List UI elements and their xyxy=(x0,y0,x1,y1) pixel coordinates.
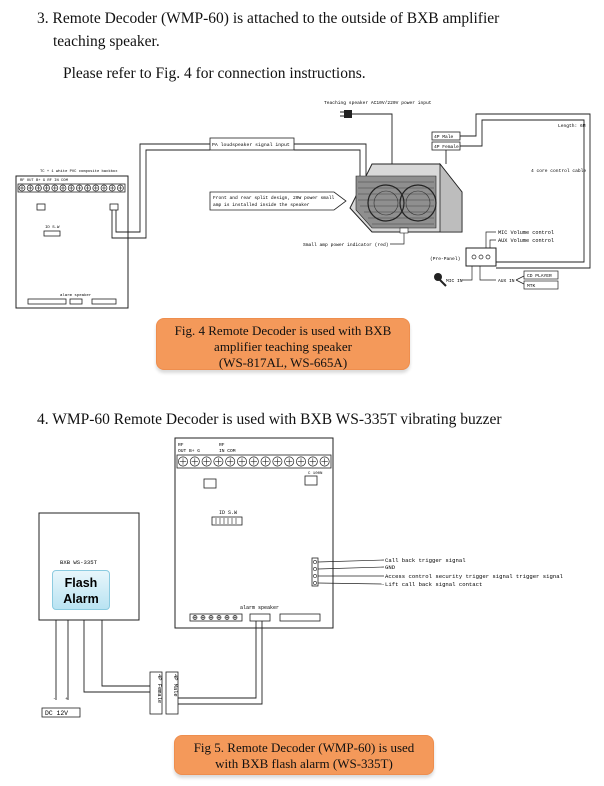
fig5-caption-line2: with BXB flash alarm (WS-335T) xyxy=(215,756,393,771)
fig4-bottom-terminal-right xyxy=(91,298,117,305)
section-3-heading-line1: 3. Remote Decoder (WMP-60) is attached t… xyxy=(37,10,500,27)
fig5-bottom-terminal-mid xyxy=(249,613,271,622)
fig5-access: Access control security trigger signal t… xyxy=(385,573,564,580)
section-4-heading: 4. WMP-60 Remote Decoder is used with BX… xyxy=(37,411,502,428)
fig5-dip-switch xyxy=(211,516,243,526)
fig5-top-labels-left: RF xyxy=(178,442,184,448)
fig4-pa-input: PA loudspeaker signal input xyxy=(212,142,290,148)
fig5-terminal-block xyxy=(176,454,332,469)
fig5-4p-male: 4P Male xyxy=(172,674,178,697)
fig5-flash-line2: Alarm xyxy=(63,592,99,606)
fig5-bottom-terminal-right xyxy=(279,613,321,622)
svg-text:+: + xyxy=(65,697,68,702)
fig4-bottom-terminal-left xyxy=(27,298,67,305)
fig5-flash-line1: Flash xyxy=(64,576,98,590)
fig4-microphone-icon xyxy=(434,273,447,287)
fig5-id-sw: ID S.W xyxy=(219,510,237,516)
section-3-heading-line2: teaching speaker. xyxy=(53,33,160,50)
fig5-flash-alarm-label: Flash Alarm xyxy=(52,570,110,610)
fig4-power-input: Teaching speaker AC10V/220V power input xyxy=(324,100,432,106)
fig5-4p-female-box xyxy=(149,671,163,715)
fig5-lift: Lift call back signal contact xyxy=(385,581,482,588)
fig4-length: Length: 6M xyxy=(558,123,586,129)
fig5-dc-box xyxy=(41,707,81,718)
fig5-jumper-right xyxy=(304,475,318,486)
fig4-split-line1: Front and rear split design, 20W power s… xyxy=(213,195,335,201)
fig4-4p-male: 4P Male xyxy=(434,134,454,140)
fig4-power-plug-icon xyxy=(340,110,352,118)
svg-text:RF: RF xyxy=(219,442,225,448)
fig4-alarm-speaker: alarm speaker xyxy=(60,293,92,298)
fig4-jumper-right xyxy=(109,203,119,211)
fig5-caption: Fig 5. Remote Decoder (WMP-60) is used w… xyxy=(174,735,434,775)
fig4-indicator: Small amp power indicator (red) xyxy=(303,242,388,248)
fig4-id-sw: ID S.W xyxy=(45,226,60,230)
fig5-side-connector xyxy=(311,557,319,587)
fig4-pre-panel-label: (Pre-Panel) xyxy=(430,256,460,262)
fig5-gnd: GND xyxy=(385,564,396,571)
fig4-mic-in: MIC IN xyxy=(446,278,463,284)
fig5-caption-line1: Fig 5. Remote Decoder (WMP-60) is used xyxy=(193,740,415,755)
fig5-decoder-board xyxy=(174,437,334,629)
fig4-caption: Fig. 4 Remote Decoder is used with BXB a… xyxy=(156,318,410,370)
fig4-caption-line2: amplifier teaching speaker xyxy=(214,339,352,354)
fig5-dc: DC 12V xyxy=(45,710,68,717)
fig4-board-title: TC + 1 white PVC composite backbox xyxy=(40,169,118,174)
fig5-device-title: BXB WS-335T xyxy=(60,559,98,566)
fig4-split-line2: amp is installed inside the speaker xyxy=(213,202,310,208)
fig5-4p-female: 4P Female xyxy=(156,674,162,703)
fig4-dip-switch xyxy=(43,230,61,237)
svg-text:OUT B+ G: OUT B+ G xyxy=(178,448,200,454)
fig4-aux-volume: AUX Volume control xyxy=(498,238,554,244)
fig4-caption-line3: (WS-817AL, WS-665A) xyxy=(218,355,348,370)
fig5-c-label: C 100N xyxy=(308,472,323,476)
fig5-alarm-speaker: alarm speaker xyxy=(240,605,279,611)
fig4-mtk: MTK xyxy=(527,283,536,289)
section-3-refer: Please refer to Fig. 4 for connection in… xyxy=(63,65,366,82)
fig4-mic-volume: MIC Volume control xyxy=(498,230,554,236)
svg-text:-: - xyxy=(53,697,56,702)
fig5-call-back: Call back trigger signal xyxy=(385,557,466,564)
fig4-decoder-board xyxy=(15,175,129,309)
fig5-bottom-terminal-left xyxy=(189,613,243,622)
fig4-jumper-left xyxy=(36,203,46,211)
fig4-bottom-terminal-mid xyxy=(69,298,83,305)
svg-text:IN COM: IN COM xyxy=(219,448,236,454)
fig5-jumper-left xyxy=(203,478,217,489)
fig4-wire-cable: 4 core control cable xyxy=(531,168,586,174)
fig4-top-labels: RF OUT B+ G RF IN COM xyxy=(20,179,69,183)
fig4-teaching-speaker xyxy=(349,162,463,234)
fig4-split-design-arrow xyxy=(209,191,347,211)
fig4-cd-player: CD PLAYER xyxy=(527,273,552,279)
fig4-4p-female: 4P Female xyxy=(434,144,459,150)
fig4-aux-in: AUX IN xyxy=(498,278,515,284)
fig5-4p-male-box xyxy=(165,671,179,715)
fig4-caption-line1: Fig. 4 Remote Decoder is used with BXB xyxy=(174,323,392,338)
